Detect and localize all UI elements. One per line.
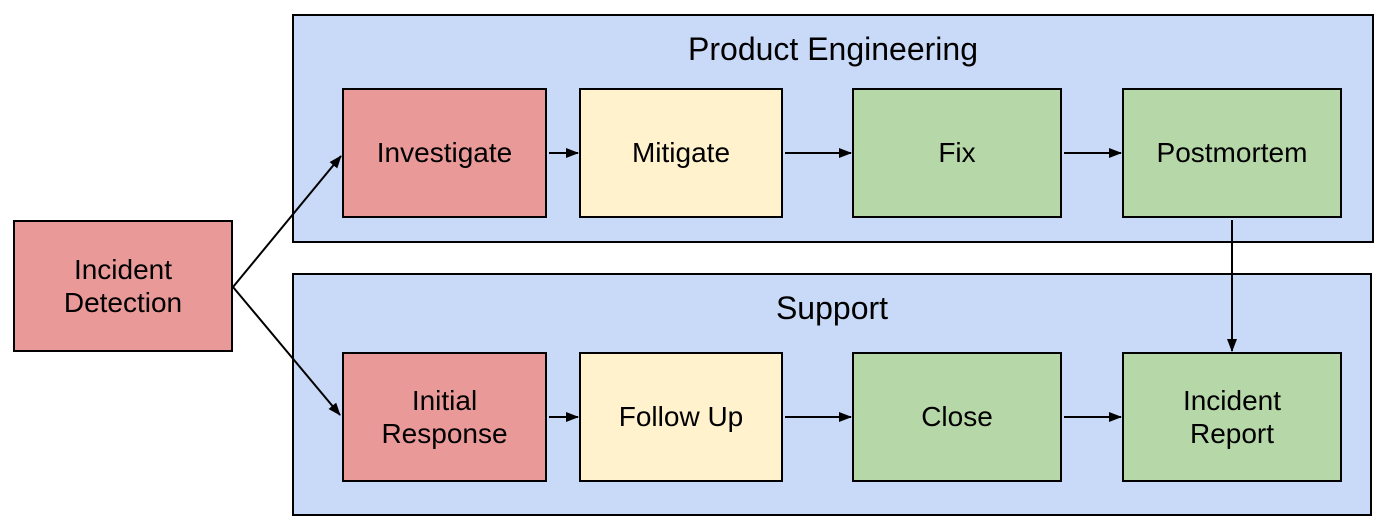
- group-product-engineering-title: Product Engineering: [688, 31, 978, 67]
- node-mitigate: Mitigate: [579, 88, 783, 218]
- node-investigate: Investigate: [342, 88, 547, 218]
- node-incident-detection: Incident Detection: [13, 220, 233, 352]
- node-close: Close: [852, 352, 1062, 482]
- node-initial-response: Initial Response: [342, 352, 547, 482]
- group-support-title: Support: [775, 290, 889, 326]
- node-fix: Fix: [852, 88, 1062, 218]
- node-postmortem: Postmortem: [1122, 88, 1342, 218]
- node-incident-report: Incident Report: [1122, 352, 1342, 482]
- node-follow-up: Follow Up: [579, 352, 783, 482]
